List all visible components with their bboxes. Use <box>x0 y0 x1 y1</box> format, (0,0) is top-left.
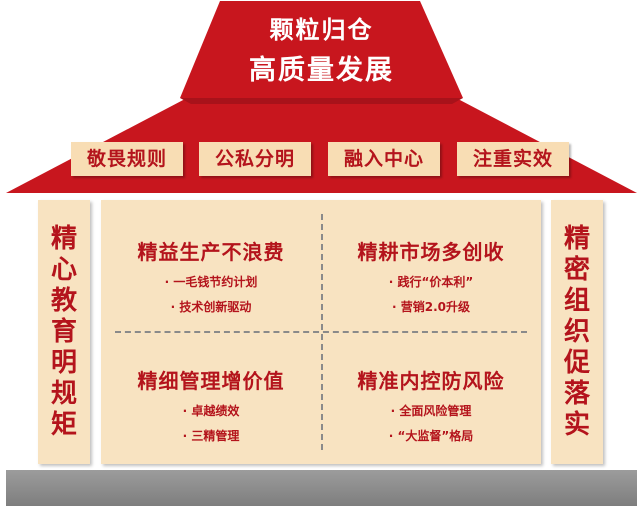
quadrant-top-left: 精益生产不浪费 · 一毛钱节约计划 · 技术创新驱动 <box>101 236 321 315</box>
principle-respect-rules: 敬畏规则 <box>71 142 183 176</box>
pillar-left: 精 心 教 育 明 规 矩 <box>38 200 90 464</box>
quadrant-title: 精细管理增价值 <box>137 369 285 393</box>
pillar-right-char: 组 <box>563 285 590 316</box>
pillar-left-char: 矩 <box>50 409 77 440</box>
pillar-right-char: 落 <box>563 378 590 409</box>
pillar-right-char: 织 <box>563 316 590 347</box>
pillar-left-char: 教 <box>50 285 77 316</box>
quadrant-item: · 践行“价本利” <box>388 275 474 289</box>
pillar-right-char: 精 <box>563 223 590 254</box>
pillar-left-char: 精 <box>50 223 77 254</box>
quadrant-title: 精准内控防风险 <box>357 369 505 393</box>
quadrant-item: · “大监督”格局 <box>388 429 474 443</box>
pillar-left-char: 心 <box>50 254 77 285</box>
quadrant-item: · 营销2.0升级 <box>392 300 470 314</box>
quadrant-title: 精耕市场多创收 <box>357 240 505 264</box>
pillar-left-char: 规 <box>50 378 77 409</box>
pillar-left-char: 育 <box>50 316 77 347</box>
house-foundation <box>6 470 637 506</box>
roof-chimney-shadow <box>180 98 463 104</box>
house-title-line-1: 颗粒归仓 <box>269 16 374 44</box>
pillar-left-char: 明 <box>50 347 77 378</box>
principle-integrate-center: 融入中心 <box>328 142 440 176</box>
horizontal-divider <box>115 331 527 333</box>
quadrant-title: 精益生产不浪费 <box>137 240 285 264</box>
pillar-right-char: 促 <box>563 347 590 378</box>
roof-chimney <box>180 1 463 98</box>
center-panel: 精益生产不浪费 · 一毛钱节约计划 · 技术创新驱动 精耕市场多创收 · 践行“… <box>101 200 541 464</box>
quadrant-top-right: 精耕市场多创收 · 践行“价本利” · 营销2.0升级 <box>321 236 541 315</box>
quadrant-item: · 全面风险管理 <box>390 404 472 418</box>
quadrant-item: · 技术创新驱动 <box>170 300 252 314</box>
pillar-right-char: 实 <box>563 409 590 440</box>
house-title-line-2: 高质量发展 <box>249 55 394 86</box>
pillar-right-char: 密 <box>563 254 590 285</box>
quadrant-item: · 卓越绩效 <box>182 404 240 418</box>
quadrant-item: · 三精管理 <box>182 429 240 443</box>
quadrant-bottom-right: 精准内控防风险 · 全面风险管理 · “大监督”格局 <box>321 365 541 444</box>
principle-effectiveness: 注重实效 <box>457 142 569 176</box>
quadrant-item: · 一毛钱节约计划 <box>164 275 258 289</box>
quadrant-bottom-left: 精细管理增价值 · 卓越绩效 · 三精管理 <box>101 365 321 444</box>
principle-public-private: 公私分明 <box>199 142 311 176</box>
pillar-right: 精 密 组 织 促 落 实 <box>551 200 603 464</box>
